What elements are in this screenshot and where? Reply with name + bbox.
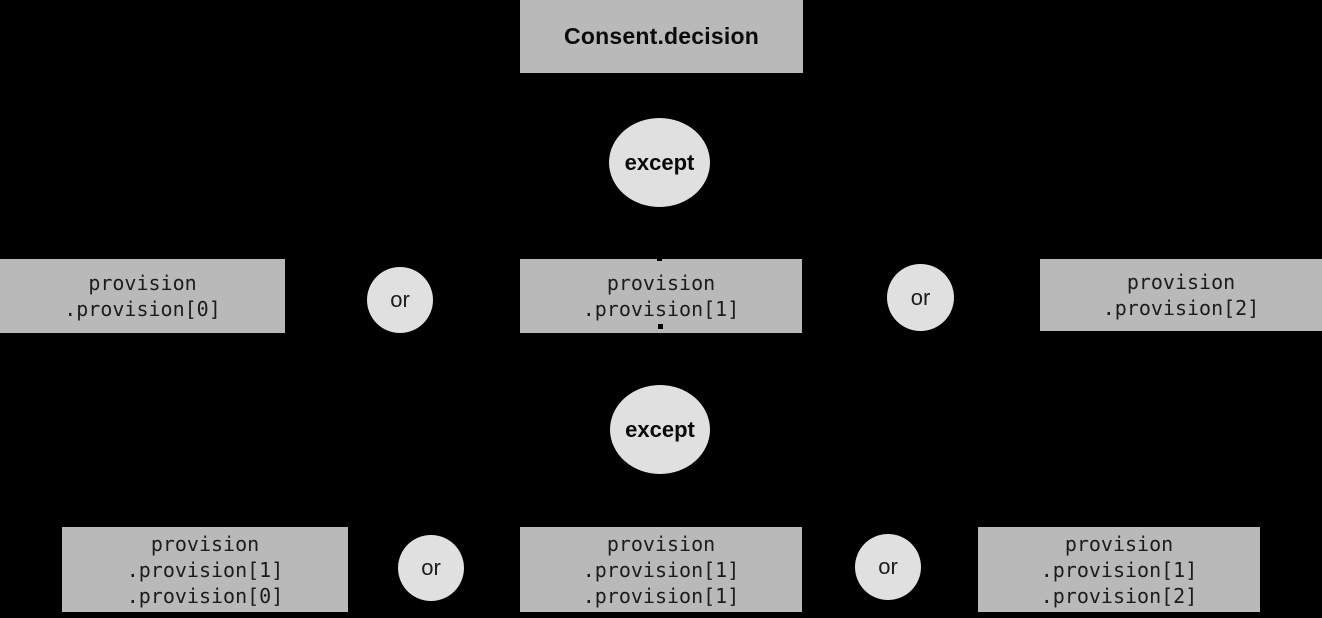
- node-provision-1-1: provision .provision[1] .provision[1]: [520, 527, 802, 612]
- node-provision-0-line-1: provision: [88, 271, 197, 295]
- node-provision-1-2: provision .provision[1] .provision[2]: [978, 527, 1260, 612]
- connector-or-1: or: [367, 267, 433, 333]
- node-provision-0-line-2: .provision[0]: [64, 297, 221, 321]
- node-consent-decision: Consent.decision: [520, 0, 803, 73]
- node-provision-1-1-line-3: .provision[1]: [582, 583, 740, 608]
- connector-or-3: or: [398, 535, 464, 601]
- operator-except-2: except: [610, 385, 710, 474]
- node-provision-1: provision .provision[1]: [520, 259, 802, 333]
- node-provision-1-0-line-1: provision: [150, 531, 260, 556]
- node-provision-1-line-2: .provision[1]: [582, 297, 740, 321]
- node-consent-decision-label: Consent.decision: [564, 23, 759, 49]
- node-provision-0: provision .provision[0]: [0, 259, 285, 333]
- node-provision-2-line-1: provision: [1126, 270, 1236, 294]
- connector-or-1-label: or: [390, 287, 410, 312]
- edge-stub-dot-bottom: [658, 324, 663, 329]
- node-provision-2-line-2: .provision[2]: [1102, 296, 1260, 320]
- connector-or-2: or: [887, 264, 954, 331]
- connector-or-3-label: or: [421, 555, 441, 580]
- node-provision-1-2-line-3: .provision[2]: [1040, 583, 1198, 608]
- node-provision-1-2-line-1: provision: [1064, 531, 1174, 556]
- node-provision-1-line-1: provision: [606, 271, 716, 295]
- operator-except-1-label: except: [624, 149, 695, 175]
- node-provision-1-0-line-2: .provision[1]: [126, 557, 284, 582]
- connector-or-4: or: [855, 534, 921, 600]
- node-provision-2: provision .provision[2]: [1040, 259, 1322, 331]
- node-provision-1-0-line-3: .provision[0]: [126, 583, 284, 608]
- operator-except-2-label: except: [625, 416, 695, 442]
- connector-or-2-label: or: [910, 284, 931, 310]
- node-provision-1-1-line-2: .provision[1]: [582, 557, 740, 582]
- node-provision-1-0: provision .provision[1] .provision[0]: [62, 527, 348, 612]
- edge-stub-dot-top: [657, 256, 662, 261]
- operator-except-1: except: [609, 118, 710, 207]
- connector-or-4-label: or: [878, 554, 898, 579]
- node-provision-1-1-line-1: provision: [606, 531, 716, 556]
- node-provision-1-2-line-2: .provision[1]: [1040, 557, 1198, 582]
